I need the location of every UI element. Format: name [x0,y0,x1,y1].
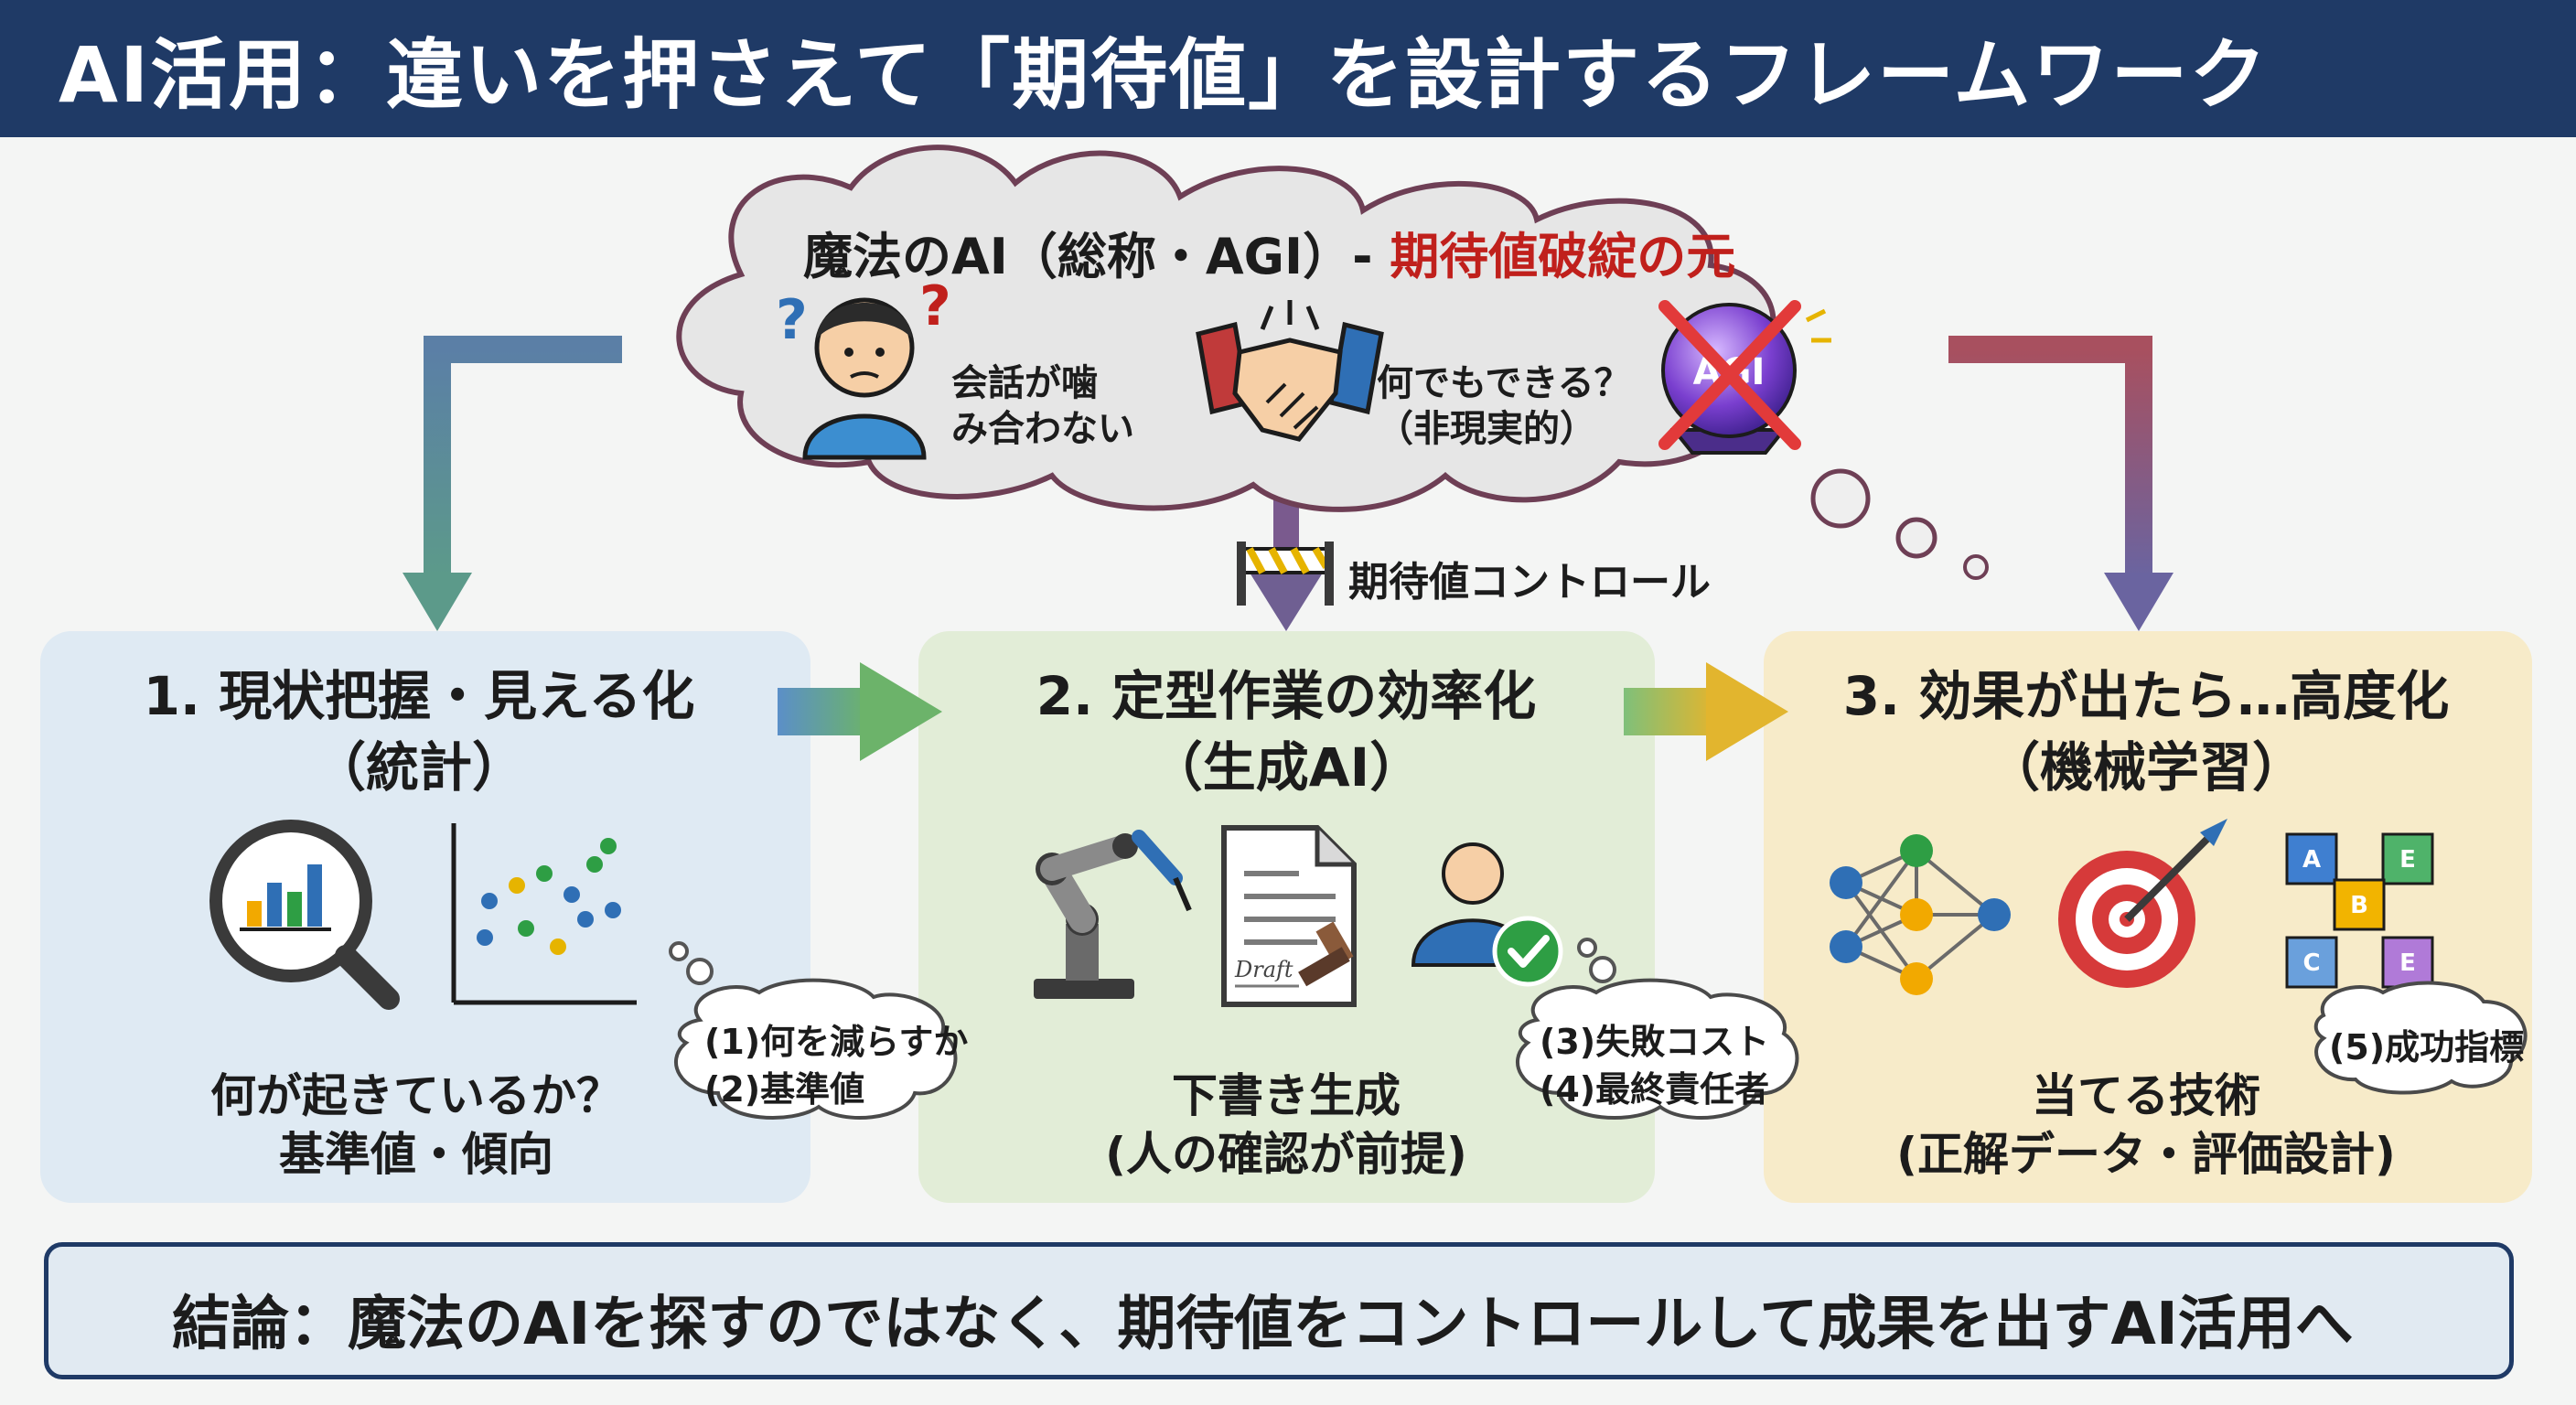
page-title: AI活用：違いを押さえて「期待値」を設計するフレームワーク [59,29,2269,120]
draft-document-icon: Draft [1221,825,1357,1007]
robot-arm-icon [1034,830,1192,999]
draft-label: Draft [1234,957,1293,982]
confused-person-icon: ? ? [776,274,951,460]
thought-dot-3 [1963,554,1989,580]
neural-network-icon [1830,834,2011,995]
step2-bubble-line2: (4)最終責任者 [1540,1069,1770,1110]
cloud-item2-line1: 何でもできる？ [1377,362,1631,404]
cloud-item1-line2: み合わない [951,408,1134,450]
step1-to-step2-arrow [778,662,942,761]
block-c: C [2302,949,2320,977]
abc-blocks-icon: A E B C E [2285,832,2434,989]
step3-thought-bubble [2313,981,2528,1095]
cloud-item1-line1: 会話が噛 [951,362,1098,404]
step1-title: 1. 現状把握・見える化 [143,665,695,727]
step2-thought-bubble [1516,938,1799,1120]
cloud-title-main: 魔法のAI（総称・AGI）- [803,228,1390,285]
agi-crystal-ball-icon: AGI [1658,300,1831,455]
block-a: A [2302,846,2321,874]
step1-caption-line1: 何が起きているか？ [210,1069,622,1122]
scatter-plot-icon [451,823,637,1005]
step3-caption-line2: (正解データ・評価設計) [1896,1128,2396,1181]
step3-bubble-line1: (5)成功指標 [2329,1027,2525,1067]
right-connector-arrow [1948,336,2174,631]
approved-person-icon [1411,842,1563,987]
step1-bubble-line2: (2)基準値 [704,1069,865,1110]
left-connector-arrow [402,336,622,631]
step1-panel [40,631,810,1203]
expectation-control-label: 期待値コントロール [1348,559,1711,606]
step1-caption-line2: 基準値・傾向 [279,1128,553,1181]
step1-bubble-line1: (1)何を減らすか [704,1022,969,1062]
cloud-title: 魔法のAI（総称・AGI）- 期待値破綻の元 [803,216,1735,288]
barrier-icon [1237,542,1334,606]
step3-caption-line1: 当てる技術 [2032,1069,2260,1122]
conclusion-box [44,1242,2514,1379]
step1-subtitle: （統計） [312,736,526,799]
cloud-item2-line2: （非現実的） [1377,408,1596,450]
thought-dot-2 [1895,517,1937,559]
thought-dot-1 [1810,468,1871,529]
step2-title: 2. 定型作業の効率化 [1036,665,1537,727]
handshake-icon [1196,300,1384,442]
step2-to-step3-arrow [1624,662,1788,761]
cloud-title-accent: 期待値破綻の元 [1390,228,1736,285]
step3-title: 3. 効果が出たら…高度化 [1842,665,2450,727]
step2-bubble-line1: (3)失敗コスト [1540,1022,1770,1062]
svg-text:?: ? [919,274,951,338]
block-e1: E [2399,846,2416,874]
target-icon [2058,819,2227,988]
step1-thought-bubble [669,941,958,1120]
header-bar: AI活用：違いを押さえて「期待値」を設計するフレームワーク [0,0,2576,137]
conclusion-text: 結論：魔法のAIを探すのではなく、期待値をコントロールして成果を出すAI活用へ [172,1291,2354,1358]
magnifier-chart-icon [209,820,400,1010]
step2-subtitle: （生成AI） [1149,736,1423,799]
block-b: B [2350,892,2368,919]
step2-caption-line1: 下書き生成 [1172,1069,1401,1122]
block-e2: E [2399,949,2416,977]
step3-subtitle: （機械学習） [1986,736,2306,799]
step2-caption-line2: (人の確認が前提) [1105,1128,1467,1181]
svg-text:?: ? [776,288,808,352]
